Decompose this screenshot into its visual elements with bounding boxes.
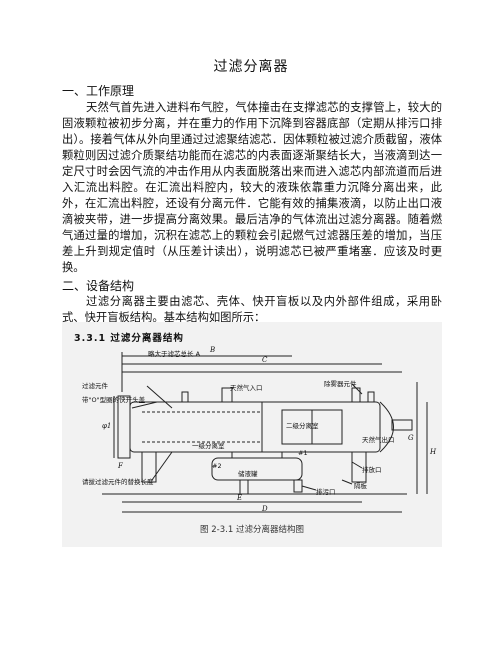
gas-inlet-nozzle bbox=[221, 387, 233, 403]
paragraph-principle: 天然气首先进入进料布气腔，气体撞击在支撑滤芯的支撑管上，较大的固液颗粒被初步分离… bbox=[62, 101, 442, 274]
marker-2: #2 bbox=[212, 462, 222, 470]
dim-e: E bbox=[237, 494, 243, 502]
dim-g: G bbox=[408, 434, 414, 442]
marker-1: #1 bbox=[298, 449, 308, 457]
dim-c: C bbox=[262, 356, 268, 364]
label-gas-inlet: 天然气入口 bbox=[230, 384, 263, 392]
sump-tank bbox=[211, 457, 303, 481]
dim-phi: φ1 bbox=[102, 422, 112, 430]
dim-h: H bbox=[430, 448, 437, 456]
section-heading-structure: 二、设备结构 bbox=[62, 279, 135, 293]
dim-b: B bbox=[210, 346, 216, 354]
figure-caption: 图 2-3.1 过滤分离器结构图 bbox=[200, 525, 304, 535]
section-heading-principle: 一、工作原理 bbox=[62, 84, 135, 98]
structure-figure: 3.3.1 过滤分离器结构 bbox=[62, 322, 442, 547]
dim-d: D bbox=[262, 505, 268, 513]
label-second-chamber: 二级分离室 bbox=[286, 422, 319, 430]
figure-heading: 3.3.1 过滤分离器结构 bbox=[74, 333, 184, 344]
paragraph-structure: 过滤分离器主要由滤芯、壳体、快开盲板以及内外部件组成，采用卧式、快开盲板结构。基… bbox=[62, 295, 442, 324]
label-install-hint: 请拔过滤元件的替换长度 bbox=[82, 478, 154, 486]
gas-outlet-nozzle bbox=[391, 419, 413, 431]
label-sewage-port: 排污口 bbox=[316, 488, 336, 496]
label-drain-port: 排放口 bbox=[362, 466, 382, 474]
document-title: 过滤分离器 bbox=[213, 59, 289, 75]
quick-open-closure bbox=[117, 395, 131, 459]
label-gas-outlet: 天然气出口 bbox=[362, 436, 395, 444]
support-left bbox=[141, 451, 157, 483]
label-partition: 隔板 bbox=[354, 482, 367, 490]
vessel-right-head bbox=[379, 401, 394, 453]
label-mist-eliminator: 除雾器元件 bbox=[324, 380, 357, 388]
label-filter-length: 略大于滤芯总长 A bbox=[148, 350, 201, 358]
label-first-chamber: 一级分离室 bbox=[192, 442, 225, 450]
label-o-ring-head: 带"O"型圈的快开头盖 bbox=[82, 396, 146, 404]
separator-diagram bbox=[102, 352, 428, 513]
label-sump: 储液罐 bbox=[238, 470, 258, 478]
label-filter-element: 过滤元件 bbox=[82, 382, 108, 390]
support-right bbox=[351, 451, 367, 483]
dim-f: F bbox=[118, 462, 123, 470]
